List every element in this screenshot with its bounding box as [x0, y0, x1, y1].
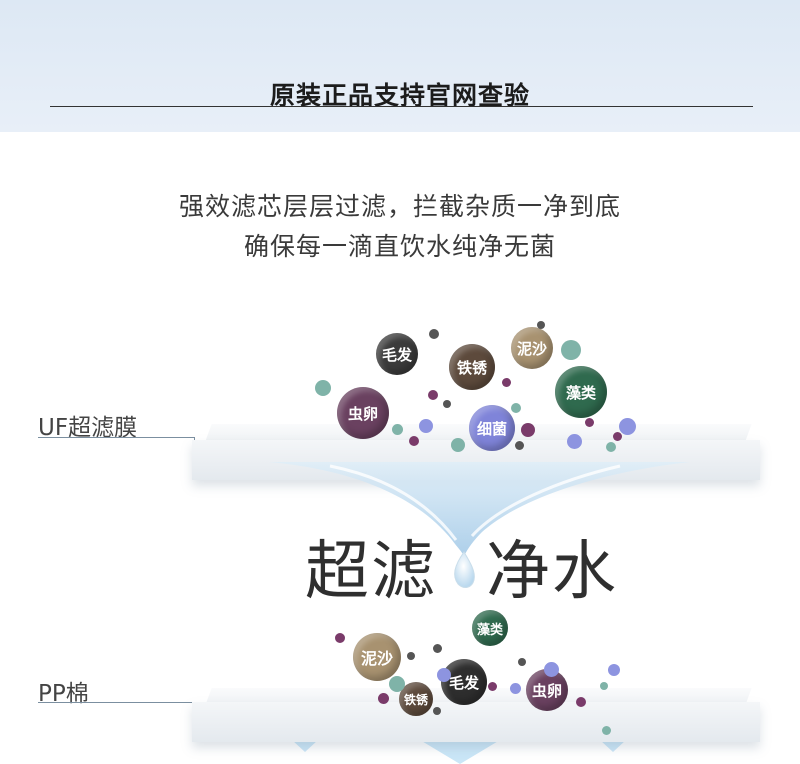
impurity-bubble-sand: 泥沙: [511, 327, 553, 369]
particle-dot: [561, 340, 581, 360]
impurity-bubble-rust: 铁锈: [449, 344, 495, 390]
uf-membrane-label: UF超滤膜: [38, 415, 138, 441]
particle-dot: [409, 436, 419, 446]
impurity-bubble-sand-bottom: 泥沙: [353, 633, 401, 681]
slogan-line-2: 确保每一滴直饮水纯净无菌: [243, 232, 556, 261]
banner-title: 原装正品支持官网查验: [269, 81, 530, 110]
particle-dot: [407, 652, 415, 660]
uf-leader-line: [38, 437, 195, 459]
particle-dot: [567, 434, 582, 449]
particle-dot: [419, 419, 433, 433]
particle-dot: [608, 664, 620, 676]
particle-dot: [515, 441, 524, 450]
particle-dot: [619, 418, 636, 435]
particle-dot: [378, 693, 389, 704]
particle-dot: [389, 676, 405, 692]
particle-dot: [433, 707, 441, 715]
particle-dot: [502, 378, 511, 387]
particle-dot: [576, 697, 586, 707]
banner-underline: [50, 106, 753, 107]
particle-dot: [315, 380, 331, 396]
impurity-bubble-algae: 藻类: [555, 366, 607, 418]
pp-leader-line: [38, 702, 195, 719]
slogan-line-1: 强效滤芯层层过滤，拦截杂质一净到底: [178, 192, 621, 221]
particle-dot: [602, 726, 611, 735]
particle-dot: [537, 321, 545, 329]
particle-dot: [511, 403, 521, 413]
impurity-bubble-hair-bottom: 毛发: [441, 659, 487, 705]
particle-dot: [451, 438, 465, 452]
impurity-bubble-algae-bottom: 藻类: [472, 610, 508, 646]
particle-dot: [613, 432, 622, 441]
particle-dot: [606, 442, 616, 452]
center-text-right: 净水: [486, 535, 618, 609]
particle-dot: [392, 424, 403, 435]
particle-dot: [437, 668, 451, 682]
particle-dot: [600, 682, 608, 690]
header-banner: [0, 0, 800, 132]
impurity-bubble-eggs: 虫卵: [337, 387, 389, 439]
impurity-bubble-rust-bottom: 铁锈: [399, 682, 433, 716]
uf-membrane-sheet: [192, 440, 760, 480]
center-text-left: 超滤: [305, 535, 437, 609]
particle-dot: [429, 329, 439, 339]
particle-dot: [335, 633, 345, 643]
particle-dot: [521, 423, 535, 437]
particle-dot: [443, 400, 451, 408]
particle-dot: [428, 390, 438, 400]
particle-dot: [544, 662, 559, 677]
particle-dot: [585, 418, 594, 427]
impurity-bubble-bacteria: 细菌: [469, 405, 515, 451]
particle-dot: [488, 682, 497, 691]
particle-dot: [518, 658, 526, 666]
particle-dot: [510, 683, 521, 694]
impurity-bubble-hair: 毛发: [376, 333, 418, 375]
pp-cotton-sheet: [192, 702, 760, 742]
particle-dot: [433, 644, 442, 653]
